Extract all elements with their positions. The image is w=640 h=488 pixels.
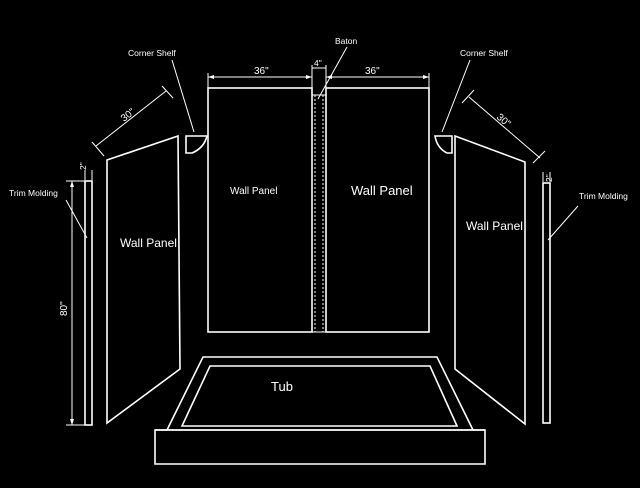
left-wall-panel <box>106 134 181 425</box>
right-wall-panel <box>454 134 526 426</box>
center-right-wall-panel <box>325 87 430 333</box>
side-dimension-lines <box>91 85 546 164</box>
corner-shelf-right-shape <box>434 135 453 154</box>
dim-30-left-label: 30" <box>119 106 138 124</box>
dim-36-left-label: 36" <box>254 66 269 77</box>
trim-molding-left-strip <box>84 180 93 426</box>
corner-shelf-right-label: Corner Shelf <box>460 48 508 58</box>
leader-lines <box>65 46 579 241</box>
dim-30-right-label: 30" <box>494 112 513 130</box>
center-left-wall-panel <box>207 87 313 333</box>
trim-width-dimension-lines <box>84 170 551 182</box>
trim-molding-left-label: Trim Molding <box>9 188 58 198</box>
wall-panel-right-label: Wall Panel <box>466 219 523 233</box>
trim-molding-right-strip <box>542 182 551 424</box>
dim-80-label: 80" <box>59 301 70 316</box>
trim-molding-right-label: Trim Molding <box>579 191 628 201</box>
baton-label: Baton <box>335 36 357 46</box>
corner-shelf-left-label: Corner Shelf <box>128 48 176 58</box>
corner-shelf-left-shape <box>185 135 209 154</box>
wall-panel-left-label: Wall Panel <box>120 236 177 250</box>
dim-2-left-label: 2" <box>78 162 88 170</box>
top-dimension-lines <box>207 65 430 95</box>
dim-36-right-label: 36" <box>365 66 380 77</box>
dim-4-label: 4" <box>314 58 322 68</box>
wall-panel-center-right-label: Wall Panel <box>351 183 413 198</box>
baton-strip <box>311 94 327 333</box>
dim-2-right-label: 2" <box>544 174 554 182</box>
tub-shape <box>154 356 486 465</box>
wall-panel-center-left-label: Wall Panel <box>230 186 277 197</box>
height-dimension-line <box>66 180 85 426</box>
tub-label: Tub <box>271 379 293 394</box>
